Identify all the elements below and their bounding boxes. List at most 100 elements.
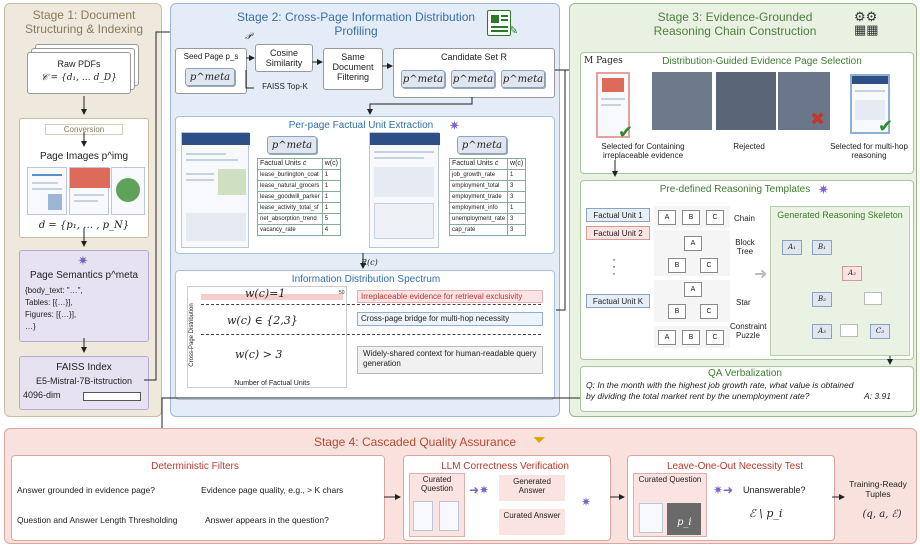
loo-title: Leave-One-Out Necessity Test (667, 461, 803, 472)
fu-doc-thumb-2 (369, 132, 440, 248)
desc1-text: Irreplaceable evidence for retrieval exc… (361, 292, 523, 301)
vector-bar (83, 392, 141, 401)
cosine-label: Cosine Similarity (265, 48, 303, 68)
fu-box-k: Factual Unit K (586, 294, 650, 308)
skeleton-node-b1: B₁ (812, 240, 832, 255)
chain-label: Chain (734, 214, 755, 223)
loo-doc-1 (639, 503, 663, 533)
pencil-icon: ✎ (509, 25, 519, 37)
model-label: E5-Mistral-7B-itstruction (35, 376, 133, 386)
desc3-box (357, 346, 543, 374)
top-tick: 50 (339, 290, 345, 296)
skeleton-node-a2: A₂ (842, 266, 862, 281)
raw-pdfs-stack: Raw PDFs 𝒞 = {d₁, … d_D} (27, 44, 147, 96)
fu-doc-thumb-1 (181, 132, 250, 248)
generated-answer-box (499, 475, 565, 501)
m-pages-label: M Pages (584, 56, 623, 66)
seed-page-label: Seed Page p_s (183, 52, 239, 61)
skeleton-blank-1 (864, 292, 882, 305)
raw-pdfs-label: Raw PDFs (57, 59, 101, 69)
selection-title: Distribution-Guided Evidence Page Select… (662, 56, 862, 67)
fu-extraction-title: Per-page Factual Unit Extraction (288, 120, 434, 131)
skeleton-node-a1: A₁ (782, 240, 802, 255)
curated-answer-label: Curated Answer (503, 511, 561, 520)
check-icon-1: ✔ (618, 122, 634, 142)
skeleton-blank-2 (840, 324, 858, 337)
qa-answer: A: 3.91 (864, 391, 891, 401)
det-title: Deterministic Filters (151, 461, 239, 472)
chain-template: A B C (654, 206, 730, 228)
semantics-figures: Figures: [{…}], (25, 310, 77, 319)
rejected-label: Rejected (733, 142, 765, 151)
skeleton-arrow: ➜ (754, 266, 768, 283)
fu-ellipsis: ··· (612, 252, 616, 280)
star-template: A B C (654, 280, 730, 322)
candidate-label: Candidate Set R (440, 52, 508, 62)
det-panel (11, 455, 385, 541)
spectrum-chart (187, 286, 347, 388)
faiss-topk-label: FAISS Top-K (262, 82, 308, 91)
bin-divider-1 (201, 304, 541, 305)
spectrum-x-axis-label: Number of Factual Units (234, 380, 310, 387)
stage2-title: Stage 2: Cross-Page Information Distribu… (236, 10, 476, 38)
llm-arrow-logo-icon: ➜✷ (469, 483, 490, 497)
llm-title: LLM Correctness Verification (441, 461, 569, 472)
doc-pages-formula: d = {p₁, … , p_N} (38, 220, 130, 231)
semantics-tables: Tables: [{…}], (25, 298, 73, 307)
filter-2: Evidence page quality, e.g., > K chars (201, 485, 344, 495)
seed-pmeta: p^meta (185, 68, 235, 86)
desc1-box (357, 290, 543, 303)
w3-label: w(c) > 3 (235, 348, 283, 361)
stage3-title: Stage 3: Evidence-Grounded Reasoning Cha… (653, 10, 817, 38)
page-semantics-title: Page Semantics p^meta (29, 270, 139, 281)
selected-label-2: Selected for multi-hop reasoning (830, 142, 908, 160)
tuples-label: Training-Ready Tuples (849, 479, 907, 499)
skeleton-node-b2: B₂ (812, 292, 832, 307)
gears-icon: ⚙⚙▦▦ (854, 9, 879, 37)
stage4-panel: Stage 4: Cascaded Quality Assurance ⏷ De… (4, 428, 917, 544)
x-icon: ✖ (810, 109, 826, 129)
dim-label: 4096-dim (23, 390, 61, 400)
same-doc-label: Same Document Filtering (332, 52, 374, 82)
generated-answer-label: Generated Answer (513, 477, 551, 495)
rejected-page-2 (716, 72, 776, 130)
page-semantics-box (19, 250, 149, 342)
loo-logo-icon: ✷➜ (713, 483, 734, 497)
candidate-pmeta-1: p^meta (401, 70, 445, 88)
star-label: Star (736, 298, 751, 307)
llm-doc-1 (413, 501, 433, 531)
desc2-box (357, 312, 543, 326)
constraint-label: Constraint Puzzle (730, 322, 767, 340)
bin-divider-2 (201, 334, 541, 335)
llm-doc-2 (439, 501, 459, 531)
unanswerable-label: Unanswerable? (743, 485, 806, 495)
selected-page-1 (596, 72, 630, 138)
qa-title: QA Verbalization (708, 368, 782, 379)
pi-label: p_i (677, 517, 692, 528)
candidate-pmeta-2: p^meta (451, 70, 495, 88)
stage1-arrows (81, 31, 170, 381)
stage3-panel: Stage 3: Evidence-Grounded Reasoning Cha… (569, 3, 917, 417)
llm-judge-logo-icon: ✷ (581, 495, 592, 509)
block-tree-label: Block Tree (735, 238, 755, 256)
cosine-box: Cosine Similarity (255, 44, 313, 72)
rc-label: R(c) (361, 258, 378, 267)
faiss-index-label: FAISS Index (56, 362, 112, 373)
filter-4: Answer appears in the question? (205, 515, 329, 525)
newspaper-icon (487, 10, 511, 36)
templates-logo-icon: ✷ (818, 182, 829, 197)
fu-pmeta-2: p^meta (457, 136, 507, 154)
tuples-formula: (q, a, ℰ) (862, 509, 902, 520)
fu-logo-icon: ✷ (449, 118, 460, 133)
curated-answer-box (499, 509, 565, 535)
minus-formula: ℰ \ p_i (749, 507, 783, 520)
fu-box-1: Factual Unit 1 (586, 208, 650, 222)
check-icon-2: ✔ (878, 116, 894, 136)
